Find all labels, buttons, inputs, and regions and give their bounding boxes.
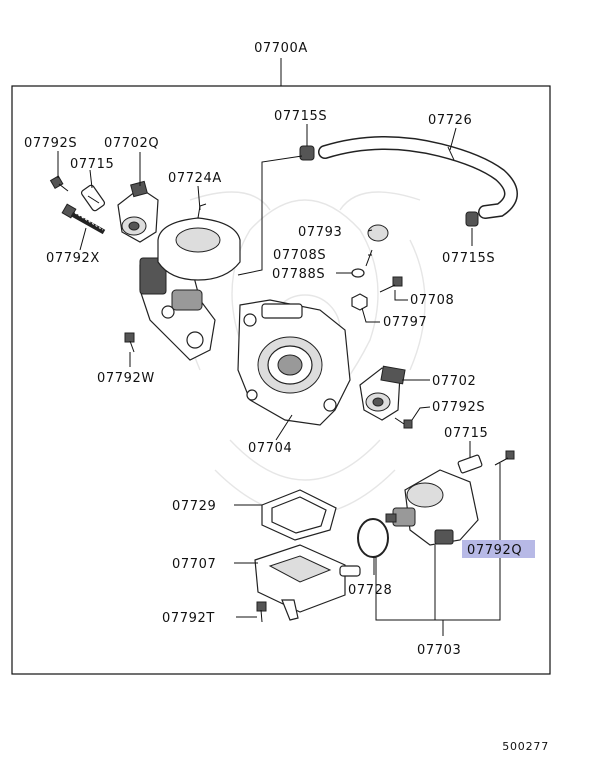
- throttle-body-07704: [237, 299, 351, 426]
- gasket-07729: [261, 489, 337, 541]
- diagram-code: 500277: [502, 740, 549, 753]
- label-07792S-top[interactable]: 07792S: [24, 136, 77, 151]
- label-07792S-right[interactable]: 07792S: [432, 400, 485, 415]
- hose-07726: [318, 135, 518, 219]
- part-labels: 07792S 07702Q 07715 07724A 07792X 07715S…: [24, 109, 535, 658]
- label-07792W[interactable]: 07792W: [97, 371, 155, 386]
- label-07702Q[interactable]: 07702Q: [104, 136, 159, 151]
- label-07729[interactable]: 07729: [172, 499, 216, 514]
- clamp-07715S-right: [465, 211, 479, 227]
- screw-07708: [379, 276, 403, 293]
- label-07708[interactable]: 07708: [410, 293, 454, 308]
- nut-07797: [351, 293, 368, 311]
- label-07793[interactable]: 07793: [298, 225, 342, 240]
- label-07704[interactable]: 07704: [248, 441, 292, 456]
- spacer-07715-right: [457, 454, 483, 474]
- spacer-07715-top: [80, 184, 106, 212]
- label-07792X[interactable]: 07792X: [46, 251, 100, 266]
- base-plate-07707: [254, 544, 361, 621]
- label-07715-top[interactable]: 07715: [70, 157, 114, 172]
- bolt-07792X: [61, 203, 106, 235]
- sensor-07702: [359, 365, 406, 421]
- idle-control-07703: [385, 469, 479, 546]
- label-07788S[interactable]: 07788S: [272, 267, 325, 282]
- label-07715S-top[interactable]: 07715S: [274, 109, 327, 124]
- o-ring-07728: [357, 518, 389, 558]
- label-07792T[interactable]: 07792T: [162, 611, 215, 626]
- sensor-07702Q: [117, 180, 159, 243]
- label-07724A[interactable]: 07724A: [168, 171, 222, 186]
- clamp-07715S-top: [299, 145, 315, 161]
- throttle-actuator-assembly: [139, 203, 241, 361]
- label-07715S-right[interactable]: 07715S: [442, 251, 495, 266]
- label-07707[interactable]: 07707: [172, 557, 216, 572]
- screw-07792S-right: [394, 417, 413, 429]
- bolt-07792S-top: [49, 175, 69, 192]
- label-07702[interactable]: 07702: [432, 374, 476, 389]
- washer-07788S: [351, 268, 365, 278]
- label-07728[interactable]: 07728: [348, 583, 392, 598]
- label-07792Q[interactable]: 07792Q: [467, 543, 522, 558]
- screw-07792Q: [494, 450, 515, 466]
- label-07708S[interactable]: 07708S: [273, 248, 326, 263]
- screw-07708S: [365, 249, 373, 267]
- label-07797[interactable]: 07797: [383, 315, 427, 330]
- cap-07793: [367, 224, 389, 242]
- label-07703[interactable]: 07703: [417, 643, 461, 658]
- screw-07792W: [124, 332, 135, 353]
- label-07726[interactable]: 07726: [428, 113, 472, 128]
- label-07715-right[interactable]: 07715: [444, 426, 488, 441]
- screw-07792T: [256, 601, 267, 623]
- highlight-07792Q: [462, 540, 535, 558]
- label-07700A[interactable]: 07700A: [254, 41, 308, 56]
